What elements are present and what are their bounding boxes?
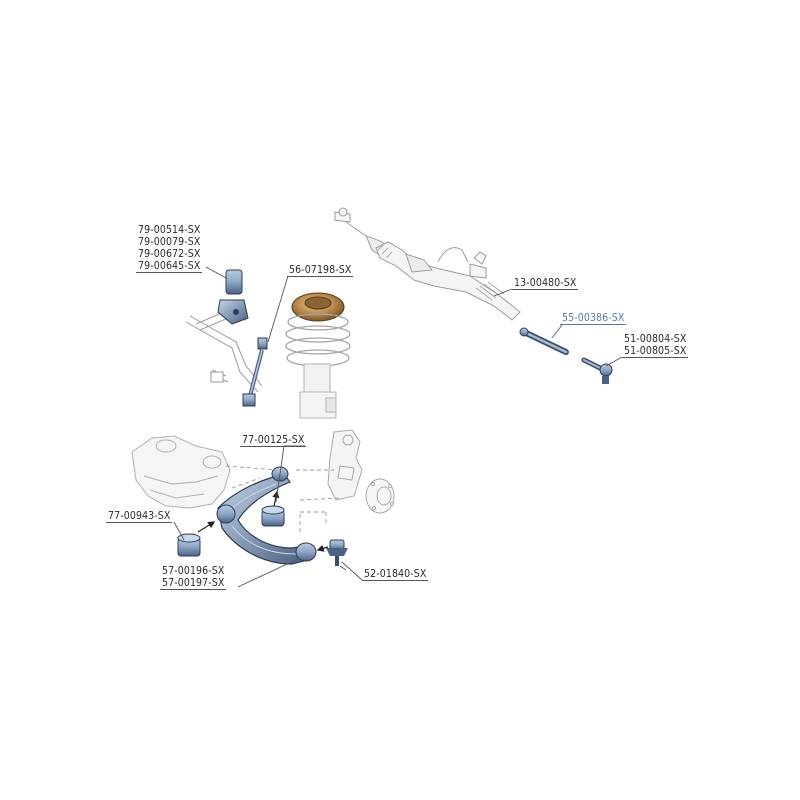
callout-rear-arm-bushing[interactable]: 77-00125-SX <box>240 434 307 447</box>
part-number: 79-00514-SX <box>138 224 201 236</box>
stabilizer-bar-group <box>185 311 263 393</box>
part-number: 56-07198-SX <box>287 264 354 277</box>
callout-control-arm[interactable]: 57-00196-SX 57-00197-SX <box>160 565 227 590</box>
part-number: 77-00943-SX <box>106 510 173 523</box>
callout-tie-rod-end[interactable]: 51-00804-SX 51-00805-SX <box>622 333 689 358</box>
assembly-guides <box>225 465 341 534</box>
part-number: 52-01840-SX <box>362 568 429 581</box>
front-arm-bushing-part <box>177 533 201 557</box>
leader-lines-highlight <box>551 324 563 339</box>
part-number: 13-00480-SX <box>512 277 579 290</box>
callout-steering-rack[interactable]: 13-00480-SX <box>512 277 579 290</box>
strut-assembly <box>285 292 351 419</box>
assembly-arrows <box>197 490 329 552</box>
part-number: 55-00386-SX <box>560 312 627 325</box>
part-number: 51-00805-SX <box>622 345 689 358</box>
callout-front-arm-bushing[interactable]: 77-00943-SX <box>106 510 173 523</box>
rear-arm-bushing-part <box>261 505 285 527</box>
tie-rod-end-part <box>581 357 613 384</box>
callout-inner-tie-rod[interactable]: 55-00386-SX <box>560 312 627 325</box>
lower-control-arm-part <box>216 466 317 565</box>
part-number: 79-00079-SX <box>138 236 201 248</box>
steering-knuckle <box>327 429 363 501</box>
wheel-hub <box>365 478 395 514</box>
part-number: 79-00672-SX <box>138 248 201 260</box>
callout-stabilizer-link[interactable]: 56-07198-SX <box>287 264 354 277</box>
stabilizer-link-part <box>242 337 268 407</box>
inner-tie-rod-part <box>519 327 569 355</box>
callout-ball-joint[interactable]: 52-01840-SX <box>362 568 429 581</box>
part-number: 51-00804-SX <box>624 333 687 345</box>
callout-stabilizer-bushing[interactable]: 79-00514-SX 79-00079-SX 79-00672-SX 79-0… <box>136 224 203 273</box>
part-number: 57-00196-SX <box>162 565 225 577</box>
part-number: 57-00197-SX <box>160 577 227 590</box>
stabilizer-bushing-part <box>217 269 249 325</box>
subframe <box>131 435 231 509</box>
part-number: 77-00125-SX <box>240 434 307 447</box>
steering-rack-part <box>334 207 521 321</box>
part-number: 79-00645-SX <box>136 260 203 273</box>
ball-joint-part <box>326 539 348 566</box>
